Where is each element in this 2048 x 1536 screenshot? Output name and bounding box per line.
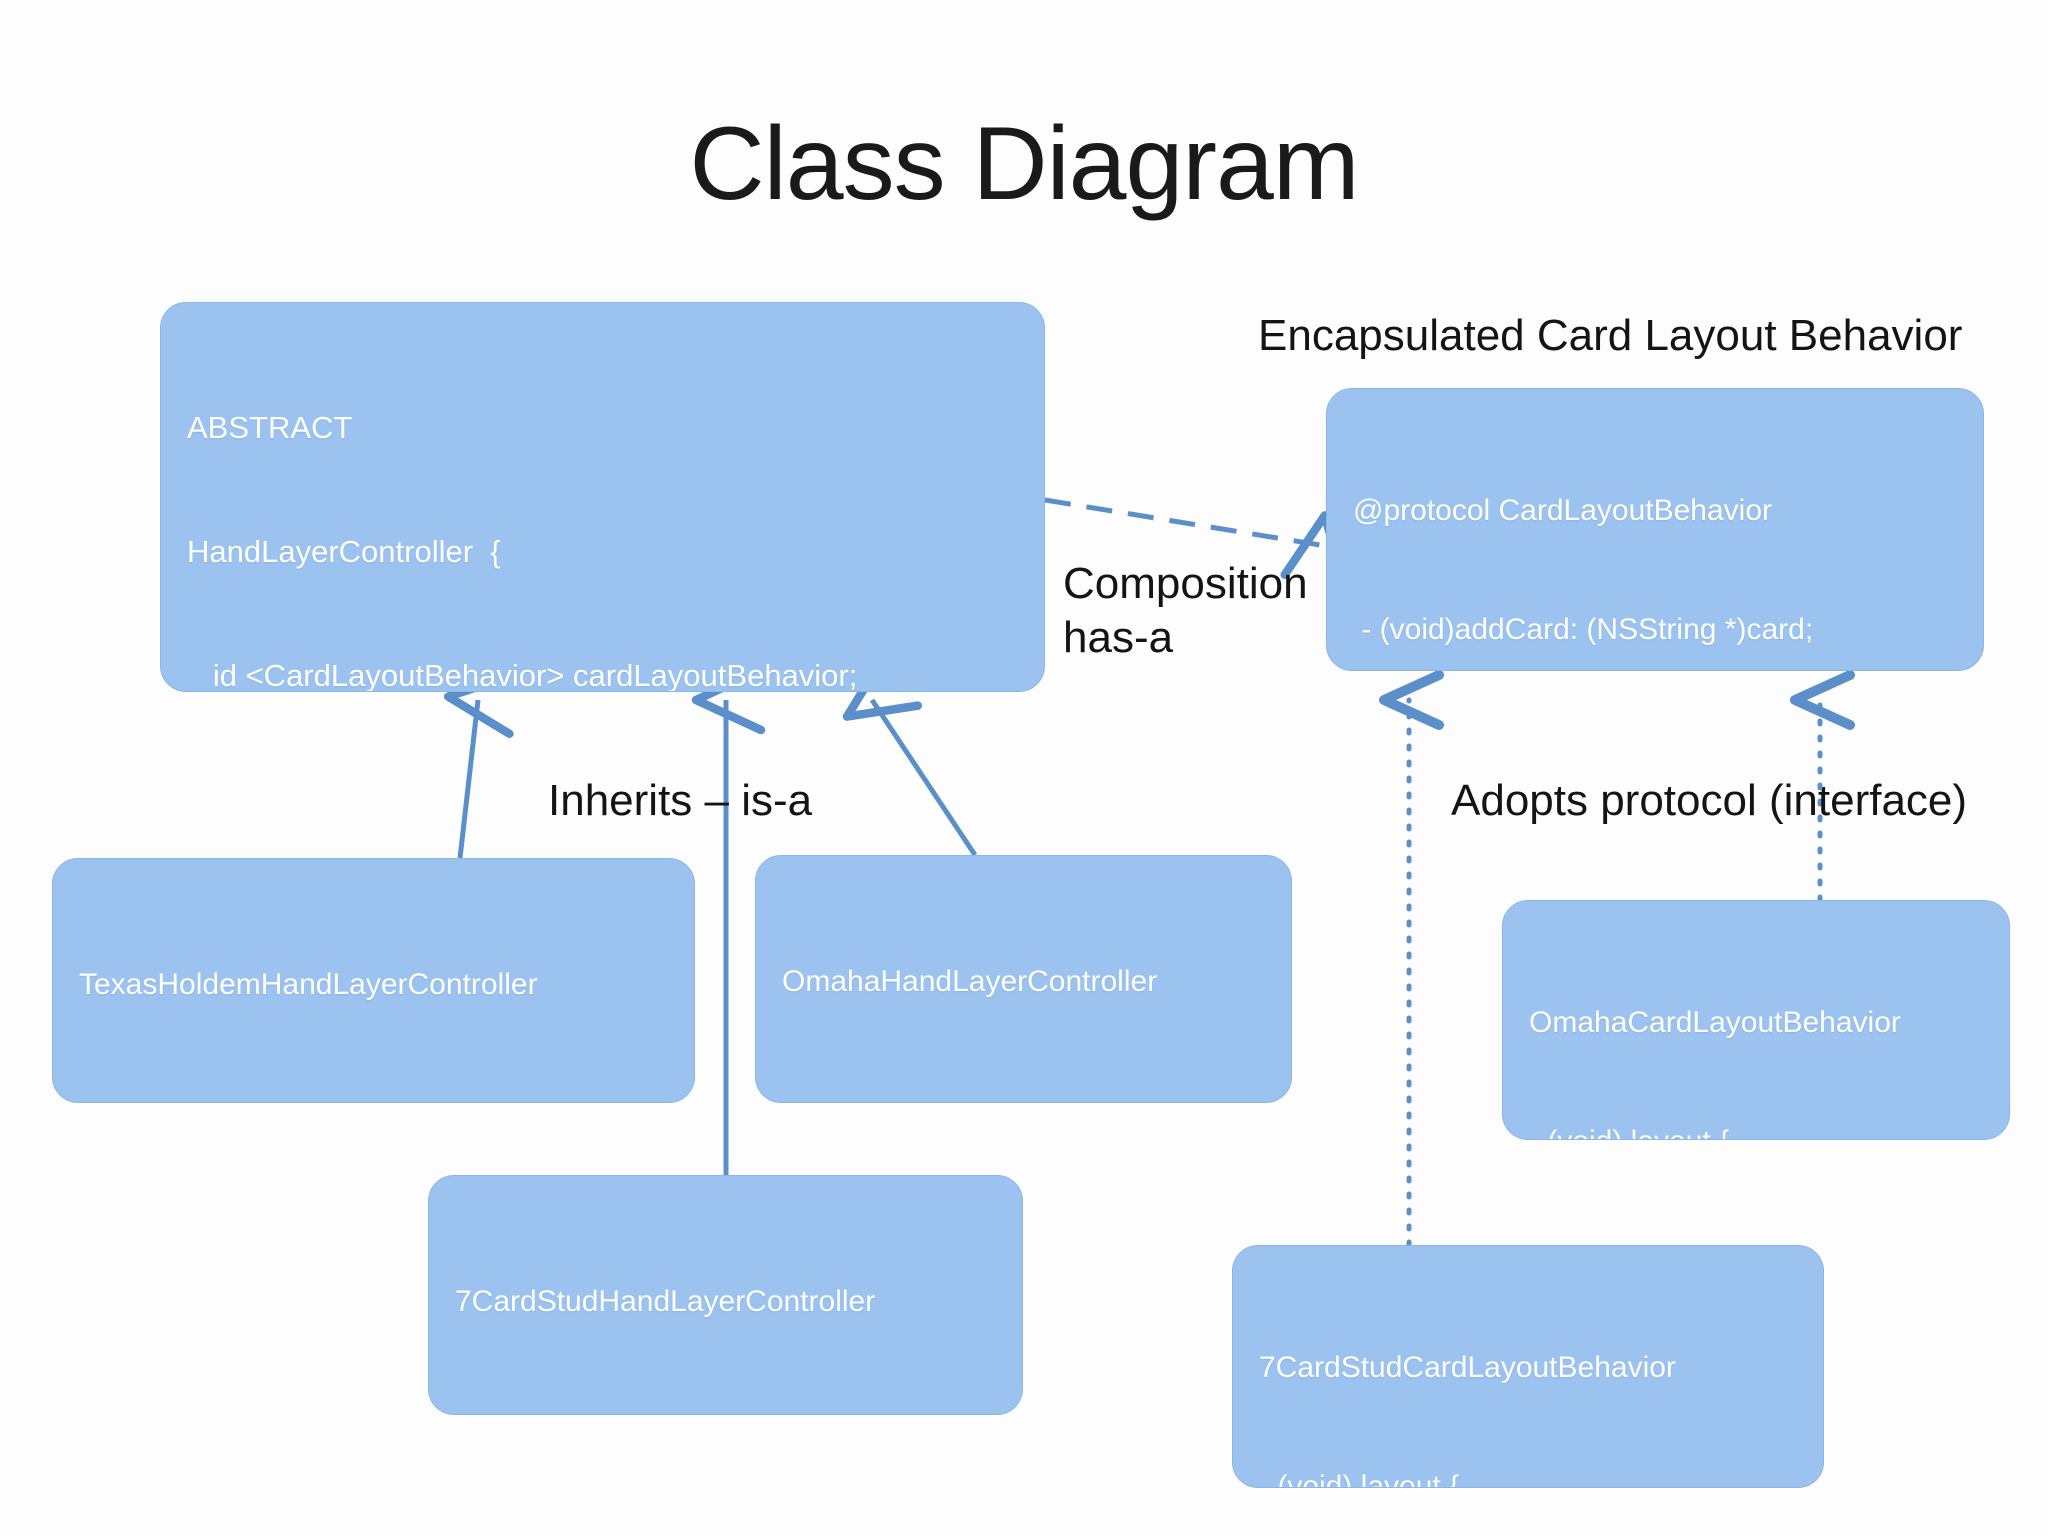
class-line: TexasHoldemHandLayerController	[79, 967, 538, 1001]
class-line: OmahaCardLayoutBehavior	[1529, 1005, 1901, 1039]
class-box-omaha-card-layout-behavior[interactable]: OmahaCardLayoutBehavior - (void) layout …	[1502, 900, 2010, 1140]
label-composition-has-a-line1: Composition	[1063, 559, 1308, 608]
label-composition-has-a-line2: has-a	[1063, 613, 1174, 662]
class-box-seven-card-stud-card-layout-behavior[interactable]: 7CardStudCardLayoutBehavior - (void) lay…	[1232, 1245, 1824, 1488]
class-box-abstract-hand-layer-controller[interactable]: ABSTRACT HandLayerController { id <CardL…	[160, 302, 1045, 692]
class-box-texas-holdem-hand-layer-controller[interactable]: TexasHoldemHandLayerController	[52, 858, 695, 1103]
class-box-omaha-hand-layer-controller[interactable]: OmahaHandLayerController	[755, 855, 1292, 1103]
class-line: @protocol CardLayoutBehavior	[1353, 493, 1773, 527]
class-line: - (void) layout {	[1259, 1470, 1460, 1488]
class-line: 7CardStudHandLayerController	[455, 1284, 876, 1318]
class-line: id <CardLayoutBehavior> cardLayoutBehavi…	[187, 657, 858, 692]
class-box-seven-card-stud-hand-layer-controller[interactable]: 7CardStudHandLayerController	[428, 1175, 1023, 1415]
label-inherits-is-a: Inherits – is-a	[548, 776, 813, 825]
page-title: Class Diagram	[689, 106, 1360, 222]
label-encapsulated-card-layout-behavior: Encapsulated Card Layout Behavior	[1258, 311, 1963, 360]
connector-composition-has-a	[1044, 497, 1349, 589]
class-line: OmahaHandLayerController	[782, 964, 1158, 998]
label-adopts-protocol: Adopts protocol (interface)	[1451, 776, 1968, 825]
connector-inherits-texas-holdem	[443, 669, 521, 859]
class-line: ABSTRACT	[187, 410, 353, 446]
connector-inherits-omaha	[842, 651, 978, 857]
class-line: 7CardStudCardLayoutBehavior	[1259, 1350, 1676, 1384]
class-line: - (void)addCard: (NSString *)card;	[1353, 613, 1814, 647]
class-line: - (void) layout {	[1529, 1122, 1983, 1139]
class-box-card-layout-behavior-protocol[interactable]: @protocol CardLayoutBehavior - (void)add…	[1326, 388, 1984, 671]
class-line: HandLayerController {	[187, 534, 501, 570]
